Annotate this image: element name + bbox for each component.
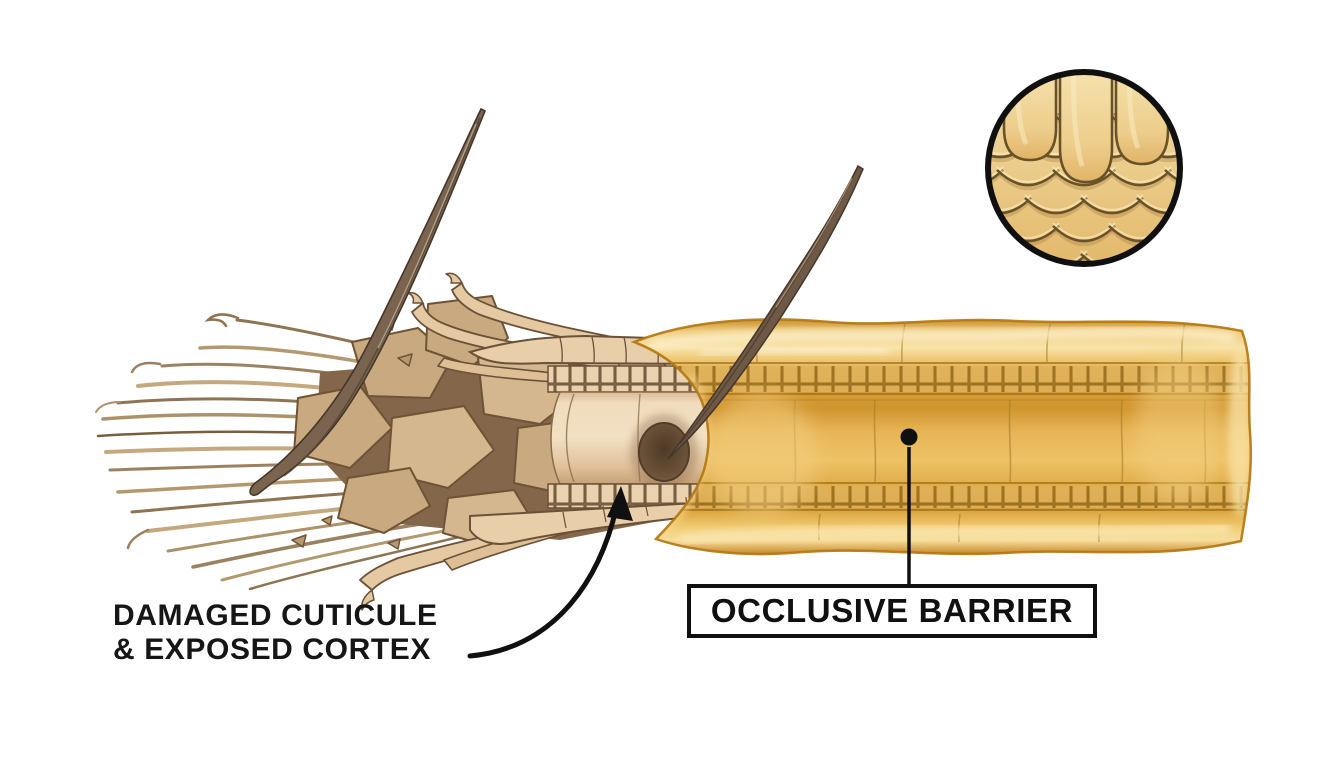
- magnified-cuticle-inset: [985, 69, 1183, 267]
- inset-border-circle: [985, 69, 1183, 267]
- cuticle-scale-tongues: [988, 72, 1180, 184]
- occlusive-barrier-coating: [632, 318, 1253, 556]
- dot-pointer-icon: [900, 428, 918, 584]
- damaged-cuticle-label: DAMAGED CUTICULE & EXPOSED CORTEX: [113, 599, 438, 667]
- damaged-cuticle-label-line2: & EXPOSED CORTEX: [113, 633, 431, 666]
- bare-hair-shaft: [467, 334, 735, 545]
- occlusive-barrier-label: OCCLUSIVE BARRIER: [710, 592, 1074, 629]
- damaged-cuticle-label-line1: DAMAGED CUTICULE: [113, 599, 438, 632]
- hair-strand-right: [667, 164, 864, 460]
- curved-arrow-icon: [467, 486, 633, 659]
- hair-strand-left: [249, 107, 487, 496]
- occlusive-barrier-label-box: OCCLUSIVE BARRIER: [687, 584, 1097, 638]
- shaft-pore-hole: [638, 422, 690, 482]
